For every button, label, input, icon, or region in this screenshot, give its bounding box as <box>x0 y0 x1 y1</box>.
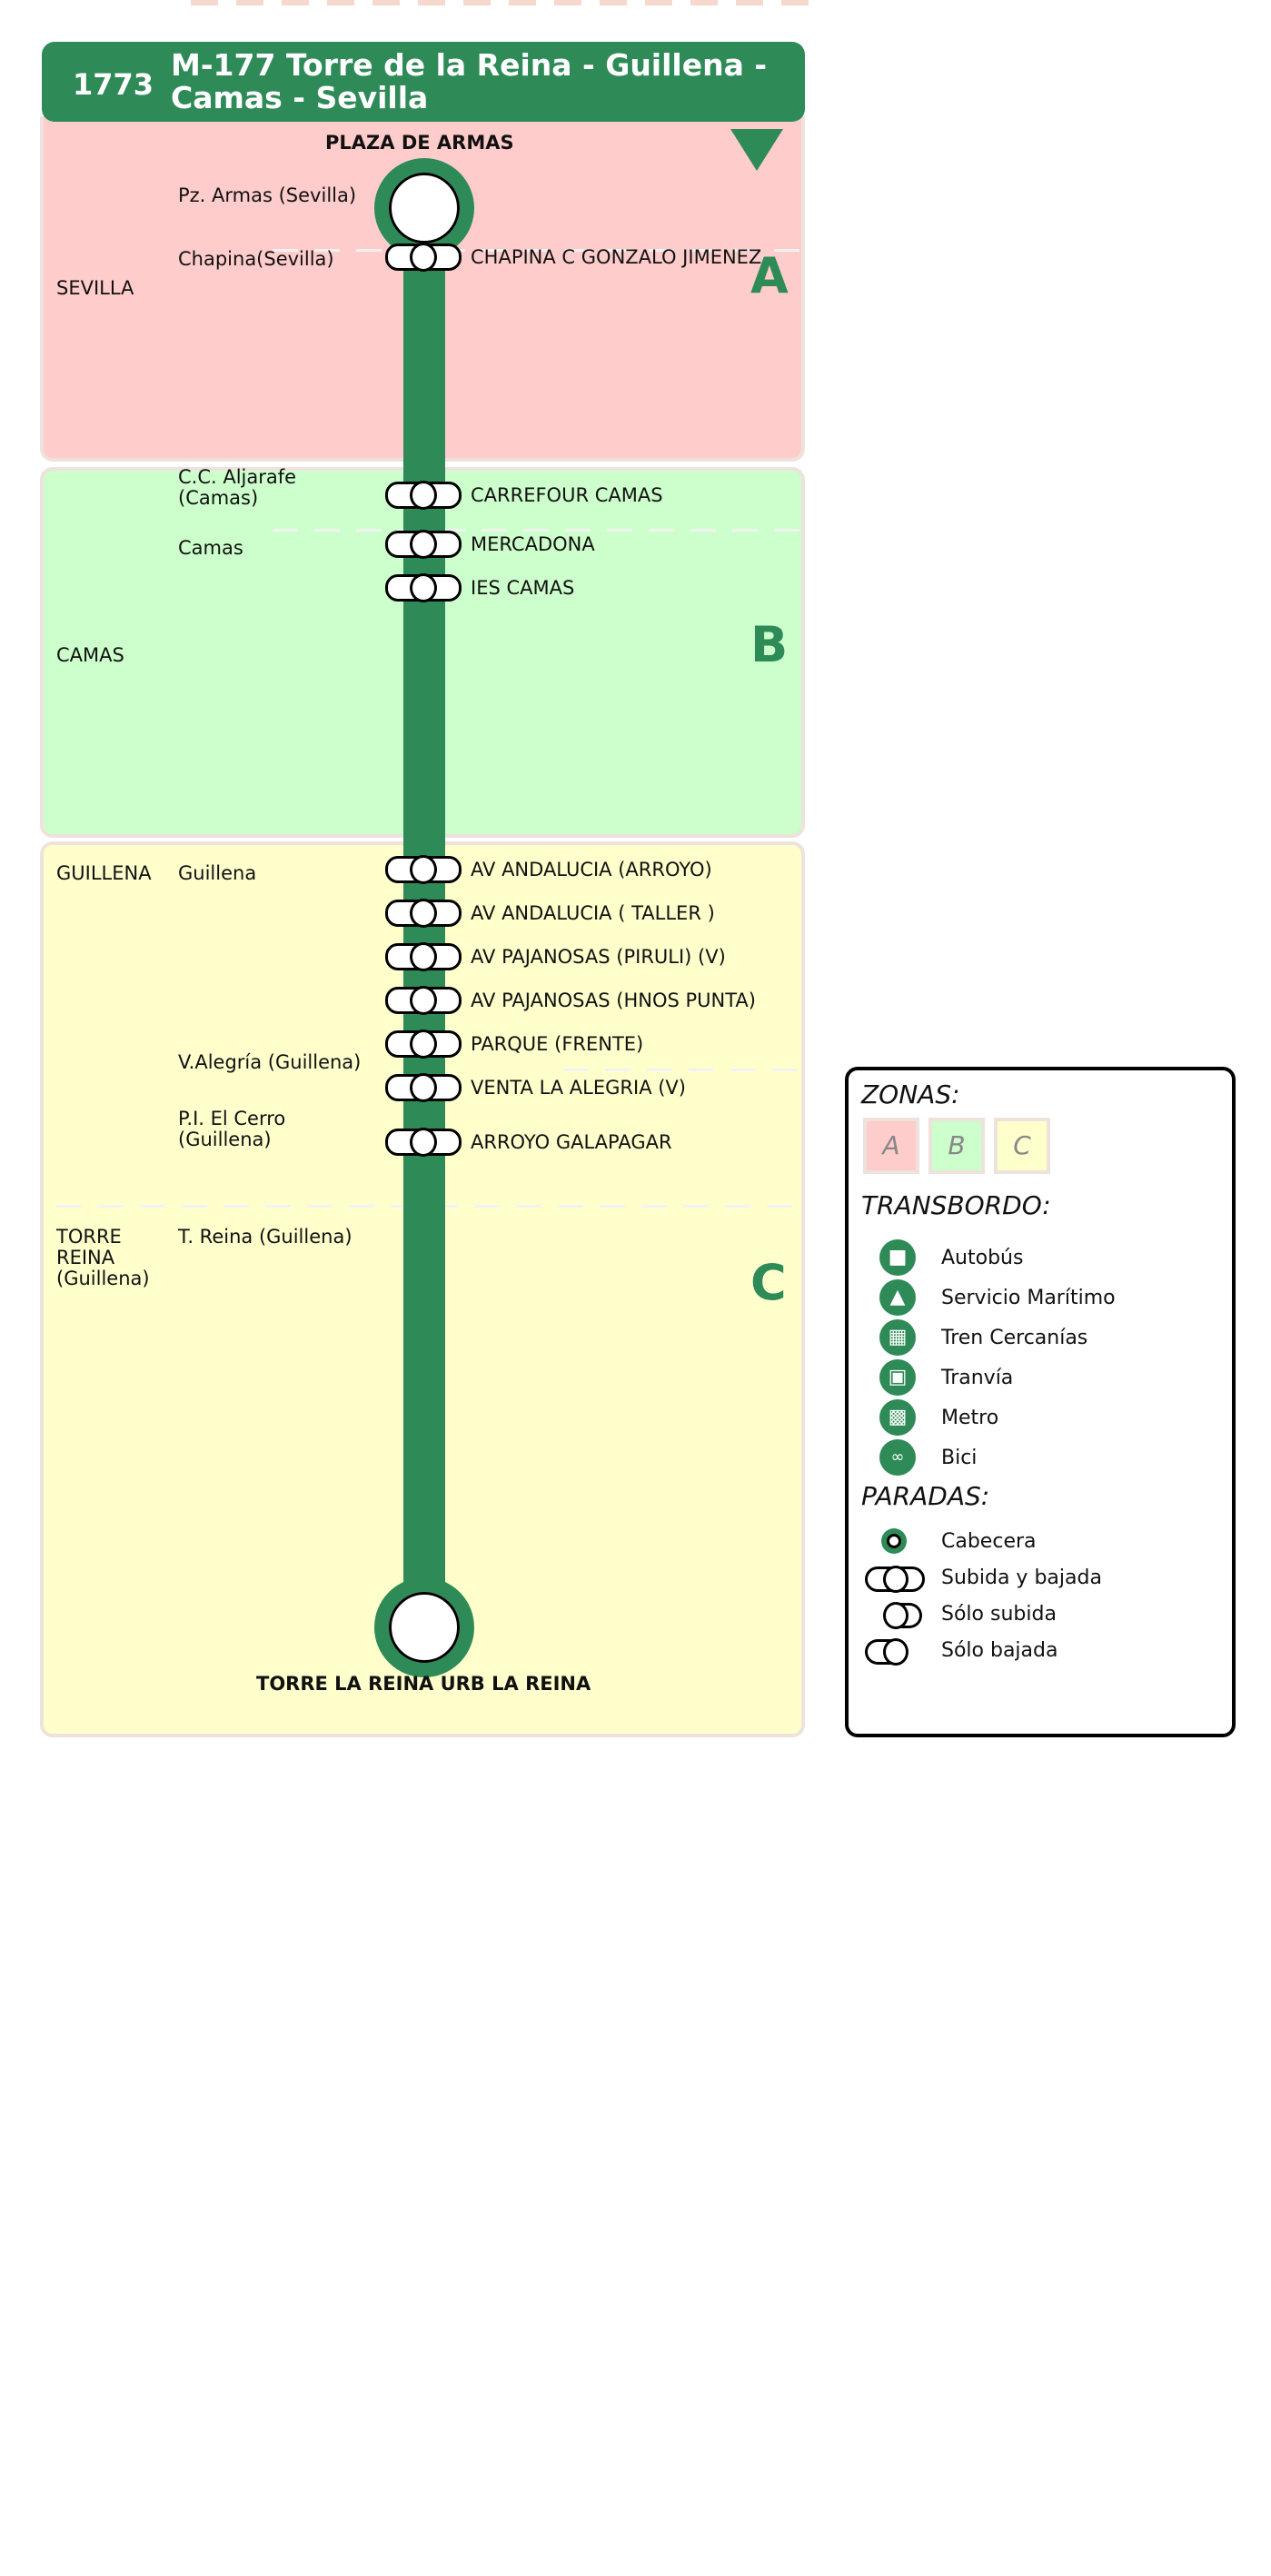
stop-marker[interactable] <box>385 1128 462 1157</box>
legend-stop-type-label: Sólo subida <box>941 1603 1057 1626</box>
destination-title: TORRE LA REINA URB LA REINA <box>256 1673 591 1695</box>
ship-icon: ▲ <box>879 1279 916 1316</box>
legend-transfer-label: Tren Cercanías <box>941 1327 1088 1349</box>
tram-icon: ▣ <box>879 1359 916 1396</box>
zone-c-letter: C <box>750 1254 787 1311</box>
legend-transfer-label: Tranvía <box>941 1367 1014 1389</box>
zone-a-letter: A <box>750 247 789 304</box>
legend-paradas-title: PARADAS: <box>861 1481 990 1511</box>
stop-label: PARQUE (FRENTE) <box>471 1033 644 1055</box>
stop-marker[interactable] <box>385 1073 462 1102</box>
train-icon: ▦ <box>879 1319 916 1356</box>
legend-zone-b: B <box>928 1118 985 1174</box>
terminal-icon <box>881 1528 907 1554</box>
board-alight-icon <box>865 1566 925 1593</box>
legend-zone-c: C <box>994 1118 1050 1174</box>
legend-transfer-label: Servicio Marítimo <box>941 1287 1116 1309</box>
origin-title: PLAZA DE ARMAS <box>325 132 514 154</box>
stop-label: AV ANDALUCIA ( TALLER ) <box>471 902 715 924</box>
stop-marker[interactable] <box>385 573 462 602</box>
municipality-label: CAMAS <box>56 644 124 666</box>
stop-label: VENTA LA ALEGRIA (V) <box>471 1077 686 1099</box>
locality-label: V.Alegría (Guillena) <box>178 1051 362 1073</box>
stop-marker[interactable] <box>385 942 462 971</box>
stop-label: MERCADONA <box>471 533 595 555</box>
municipality-label: SEVILLA <box>56 277 134 299</box>
route-header: 1773 M-177 Torre de la Reina - Guillena … <box>42 42 805 122</box>
board-only-icon <box>865 1602 925 1629</box>
locality-separator <box>563 1069 809 1071</box>
stop-marker[interactable] <box>385 855 462 884</box>
bike-icon: ∞ <box>879 1439 916 1476</box>
legend-transfer-label: Metro <box>941 1407 999 1429</box>
stop-label: CARREFOUR CAMAS <box>471 484 663 506</box>
legend-stop-type-label: Cabecera <box>941 1530 1037 1553</box>
locality-label: P.I. El Cerro (Guillena) <box>178 1108 286 1150</box>
legend-stop-type-label: Sólo bajada <box>941 1639 1058 1662</box>
stop-marker[interactable] <box>385 243 462 272</box>
locality-label: Chapina(Sevilla) <box>178 248 334 270</box>
stop-marker[interactable] <box>385 530 462 559</box>
locality-separator <box>273 529 809 532</box>
terminal-stop-destination[interactable] <box>374 1577 474 1677</box>
legend-zone-a: A <box>863 1118 919 1174</box>
legend-transbordo-title: TRANSBORDO: <box>861 1190 1051 1220</box>
municipality-label: GUILLENA <box>56 862 152 884</box>
stop-marker[interactable] <box>385 481 462 510</box>
locality-label: Pz. Armas (Sevilla) <box>178 184 357 206</box>
stop-label: AV PAJANOSAS (HNOS PUNTA) <box>471 990 756 1011</box>
locality-separator <box>273 249 809 252</box>
route-name: M-177 Torre de la Reina - Guillena - Cam… <box>171 47 768 115</box>
legend-transfer-label: Bici <box>941 1447 978 1469</box>
stop-marker[interactable] <box>385 899 462 928</box>
legend-stop-type-label: Subida y bajada <box>941 1566 1102 1589</box>
stop-label: CHAPINA C GONZALO JIMENEZ <box>471 246 762 268</box>
direction-arrow-icon <box>730 129 783 171</box>
municipality-label: TORRE REINA (Guillena) <box>56 1226 150 1289</box>
stop-marker[interactable] <box>385 986 462 1015</box>
locality-label: T. Reina (Guillena) <box>178 1226 353 1248</box>
stop-label: AV ANDALUCIA (ARROYO) <box>471 859 712 880</box>
bus-icon: ■ <box>879 1239 916 1276</box>
route-number: 1773 <box>73 67 154 102</box>
locality-label: Camas <box>178 537 243 559</box>
locality-label: Guillena <box>178 862 257 884</box>
legend-panel: ZONAS: A B C TRANSBORDO: ■ Autobús ▲ Ser… <box>845 1067 1236 1737</box>
alight-only-icon <box>865 1638 925 1666</box>
zone-b-letter: B <box>750 616 789 673</box>
stop-label: ARROYO GALAPAGAR <box>471 1131 672 1153</box>
stop-label: AV PAJANOSAS (PIRULI) (V) <box>471 946 726 968</box>
locality-label: C.C. Aljarafe (Camas) <box>178 466 297 509</box>
stop-label: IES CAMAS <box>471 577 575 599</box>
legend-zonas-title: ZONAS: <box>861 1079 960 1109</box>
metro-icon: ▩ <box>879 1399 916 1436</box>
stop-marker[interactable] <box>385 1029 462 1059</box>
legend-transfer-label: Autobús <box>941 1247 1024 1269</box>
top-dash-decoration <box>191 0 818 5</box>
